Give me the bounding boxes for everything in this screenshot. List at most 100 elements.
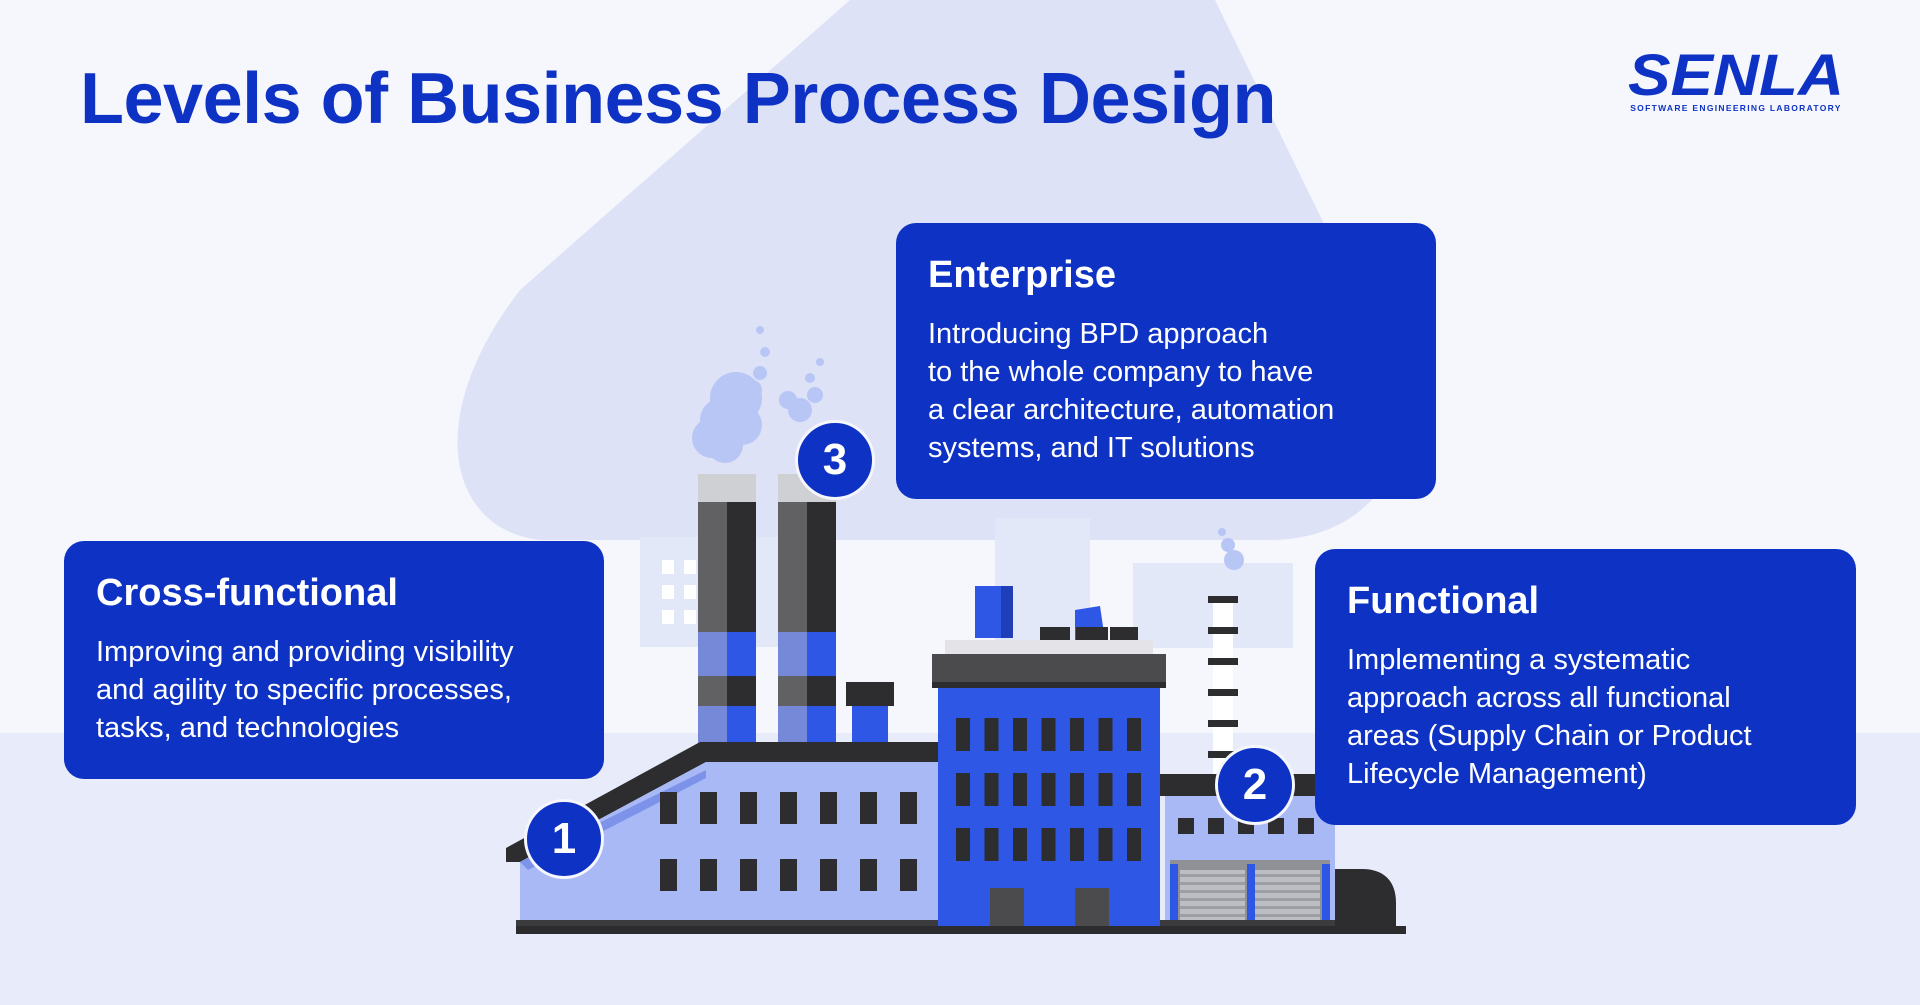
- right-building-window: [1298, 818, 1314, 834]
- factory-window: [700, 859, 717, 891]
- smoke-cloud: [1221, 538, 1235, 552]
- smoke-cloud: [807, 387, 823, 403]
- garage-door-slat: [1180, 906, 1245, 909]
- right-building-window: [1178, 818, 1194, 834]
- tower-window: [984, 828, 999, 861]
- chimney-band: [727, 632, 756, 676]
- smoke-cloud: [742, 380, 762, 400]
- ground-line: [516, 926, 1406, 934]
- garage-door-slat: [1255, 906, 1320, 909]
- tower-window: [984, 718, 999, 751]
- smoke-cloud: [779, 391, 797, 409]
- smoke-cloud: [753, 366, 767, 380]
- tower-roof-ledge: [945, 640, 1153, 654]
- tower-door: [990, 888, 1024, 930]
- senla-wordmark: SENLA: [1628, 52, 1844, 102]
- roof-block-shade: [1001, 586, 1013, 638]
- chimney-body: [727, 676, 756, 706]
- garage-door-slat: [1180, 914, 1245, 917]
- tower-window: [956, 828, 970, 861]
- card-description-functional: Implementing a systematic approach acros…: [1347, 641, 1826, 793]
- ladder-tower: [1213, 598, 1233, 778]
- garage-door-slat: [1255, 890, 1320, 893]
- tower-window: [1127, 773, 1141, 806]
- tower-window: [1070, 773, 1084, 806]
- card-title-functional: Functional: [1347, 580, 1540, 622]
- description-line: a clear architecture, automation: [928, 393, 1335, 426]
- tower-window: [1041, 828, 1056, 861]
- chimney-shade: [698, 502, 727, 632]
- tower-window: [1127, 828, 1141, 861]
- smoke-cloud: [1224, 550, 1244, 570]
- roof-box: [1110, 627, 1138, 641]
- chimney-shade: [778, 502, 807, 632]
- garage-door-slat: [1180, 890, 1245, 893]
- factory-window: [780, 792, 797, 824]
- description-line: Implementing a systematic: [1347, 643, 1691, 676]
- factory-window: [700, 792, 717, 824]
- factory-window: [820, 792, 837, 824]
- description-line: Introducing BPD approach: [928, 317, 1269, 350]
- card-functional: Functional Implementing a systematic app…: [1315, 549, 1856, 825]
- tower-window: [956, 773, 970, 806]
- garage-door-slat: [1180, 882, 1245, 885]
- card-title-enterprise: Enterprise: [928, 254, 1116, 296]
- factory-window: [900, 859, 917, 891]
- tower-window: [1013, 773, 1027, 806]
- garage-door-slat: [1255, 914, 1320, 917]
- roof-block: [975, 586, 1001, 638]
- card-description-cross-functional: Improving and providing visibility and a…: [96, 633, 574, 747]
- ladder-rung: [1208, 751, 1238, 758]
- left-building-roof: [506, 742, 940, 862]
- tower-window: [1070, 718, 1084, 751]
- garage-stripe: [1170, 864, 1178, 930]
- smoke-cloud: [756, 326, 764, 334]
- pipe-bend: [1335, 869, 1396, 932]
- garage-door-slat: [1180, 898, 1245, 901]
- roof-box: [1076, 627, 1108, 641]
- chimney-band: [807, 632, 836, 676]
- factory-window: [820, 859, 837, 891]
- chimney-body: [807, 502, 836, 632]
- factory-window: [660, 792, 677, 824]
- smoke-cloud: [1218, 528, 1226, 536]
- vent-cap: [846, 682, 894, 706]
- senla-logo: SENLA SOFTWARE ENGINEERING LABORATORY: [1626, 52, 1846, 114]
- garage-door-slat: [1255, 874, 1320, 877]
- tower-window: [1127, 718, 1141, 751]
- garage-stripe: [1322, 864, 1330, 930]
- page-title: Levels of Business Process Design: [80, 59, 1277, 139]
- smoke-cloud: [816, 358, 824, 366]
- description-line: approach across all functional: [1347, 681, 1731, 714]
- tower-door: [1075, 888, 1109, 930]
- description-line: Improving and providing visibility: [96, 635, 514, 668]
- tower-window: [956, 718, 970, 751]
- ladder-rung: [1208, 720, 1238, 727]
- garage-door-slat: [1255, 882, 1320, 885]
- tower-window: [1098, 718, 1113, 751]
- level-badge-3: 3: [795, 420, 875, 500]
- factory-window: [860, 792, 877, 824]
- chimney-band-light: [698, 632, 727, 676]
- roof-box: [1040, 627, 1070, 641]
- card-cross-functional: Cross-functional Improving and providing…: [64, 541, 604, 779]
- tower-window: [1013, 828, 1027, 861]
- chimney-shade: [698, 676, 727, 706]
- description-line: and agility to specific processes,: [96, 673, 512, 706]
- description-line: Lifecycle Management): [1347, 757, 1647, 790]
- factory-window: [740, 859, 757, 891]
- smoke-cloud: [805, 373, 815, 383]
- smoke-cloud: [707, 427, 743, 463]
- right-building-window: [1208, 818, 1224, 834]
- garage-stripe: [1247, 864, 1255, 930]
- level-badge-2: 2: [1215, 745, 1295, 825]
- chimney-band-light: [778, 632, 807, 676]
- distant-building-windows: [662, 560, 696, 624]
- card-description-enterprise: Introducing BPD approach to the whole co…: [928, 315, 1406, 467]
- pipe: [1335, 880, 1405, 932]
- smoke-cloud: [760, 347, 770, 357]
- description-line: systems, and IT solutions: [928, 431, 1255, 464]
- garage-door-slat: [1255, 898, 1320, 901]
- ladder-rung: [1208, 596, 1238, 603]
